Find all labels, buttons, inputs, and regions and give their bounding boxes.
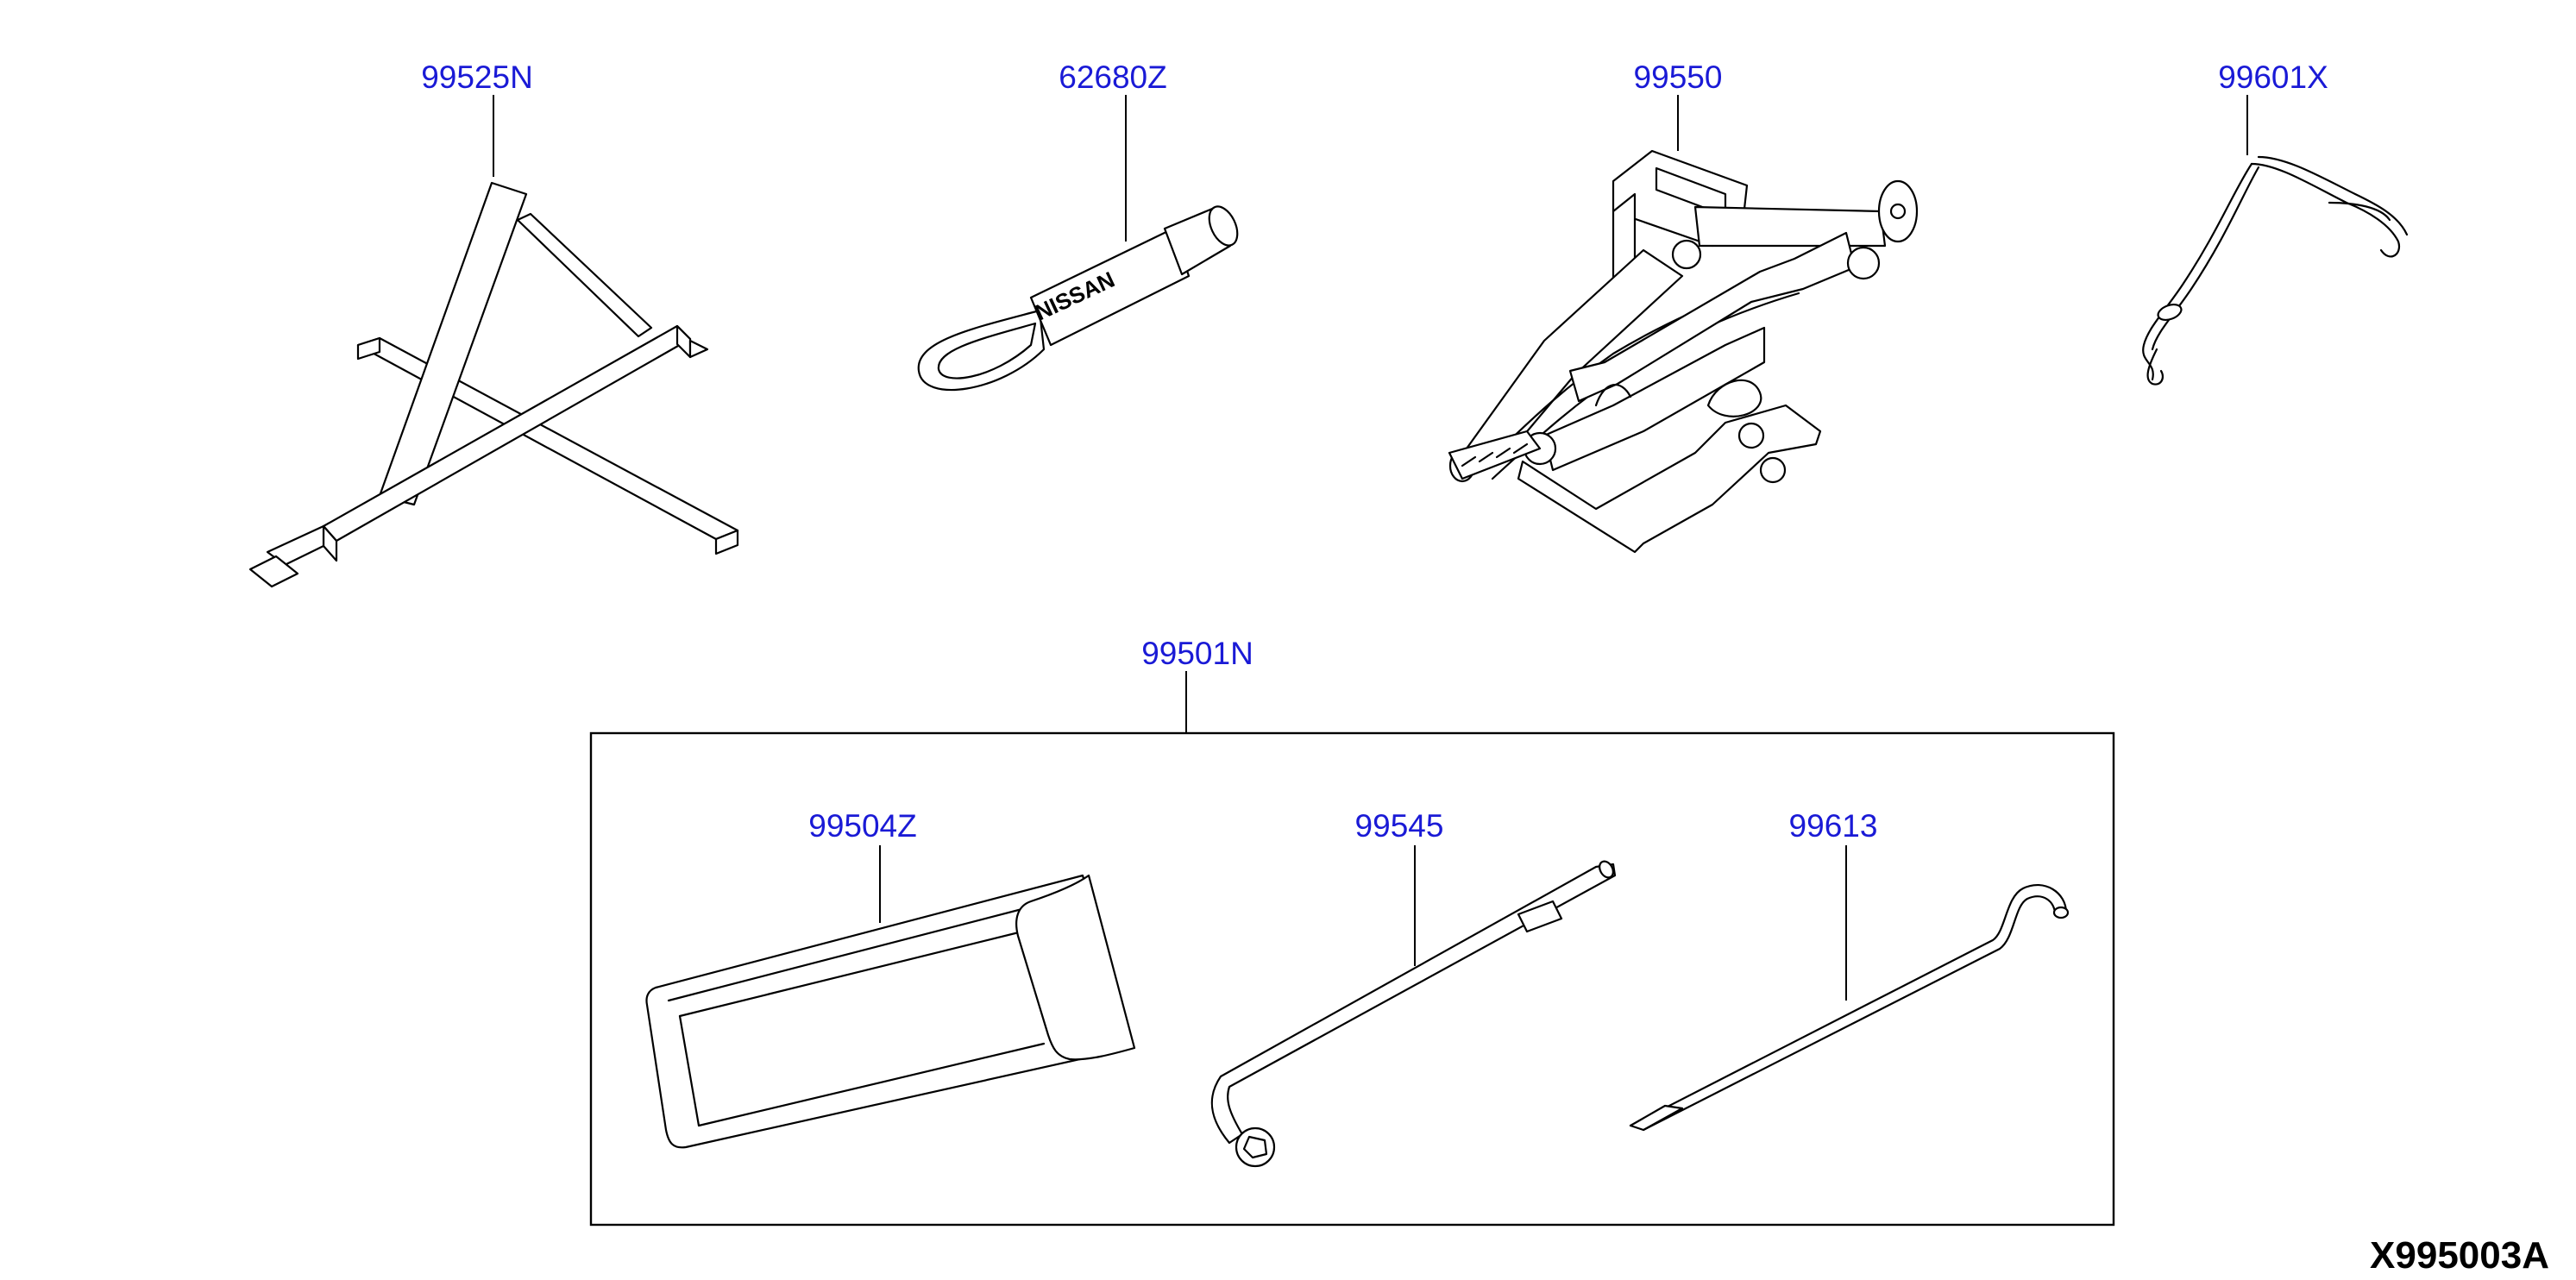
label-99601X[interactable]: 99601X bbox=[2218, 60, 2328, 95]
scissor-jack-illustration[interactable] bbox=[1448, 149, 1919, 554]
jack-handle-illustration[interactable] bbox=[1629, 883, 2070, 1132]
diagram-code: X995003A bbox=[2370, 1234, 2549, 1277]
label-99550[interactable]: 99550 bbox=[1634, 60, 1723, 95]
label-99525N[interactable]: 99525N bbox=[421, 60, 533, 95]
label-99504Z[interactable]: 99504Z bbox=[808, 808, 917, 844]
label-99613[interactable]: 99613 bbox=[1789, 808, 1878, 844]
label-99545[interactable]: 99545 bbox=[1355, 808, 1444, 844]
strap-illustration[interactable] bbox=[2142, 155, 2409, 386]
stand-illustration[interactable] bbox=[248, 181, 739, 588]
tool-bag-illustration[interactable] bbox=[645, 874, 1136, 1149]
label-99501N[interactable]: 99501N bbox=[1141, 636, 1253, 671]
kit-box-frame bbox=[589, 731, 2115, 1227]
label-62680Z[interactable]: 62680Z bbox=[1059, 60, 1167, 95]
tow-hook-illustration[interactable]: NISSAN bbox=[917, 202, 1243, 392]
lug-wrench-illustration[interactable] bbox=[1210, 859, 1617, 1168]
